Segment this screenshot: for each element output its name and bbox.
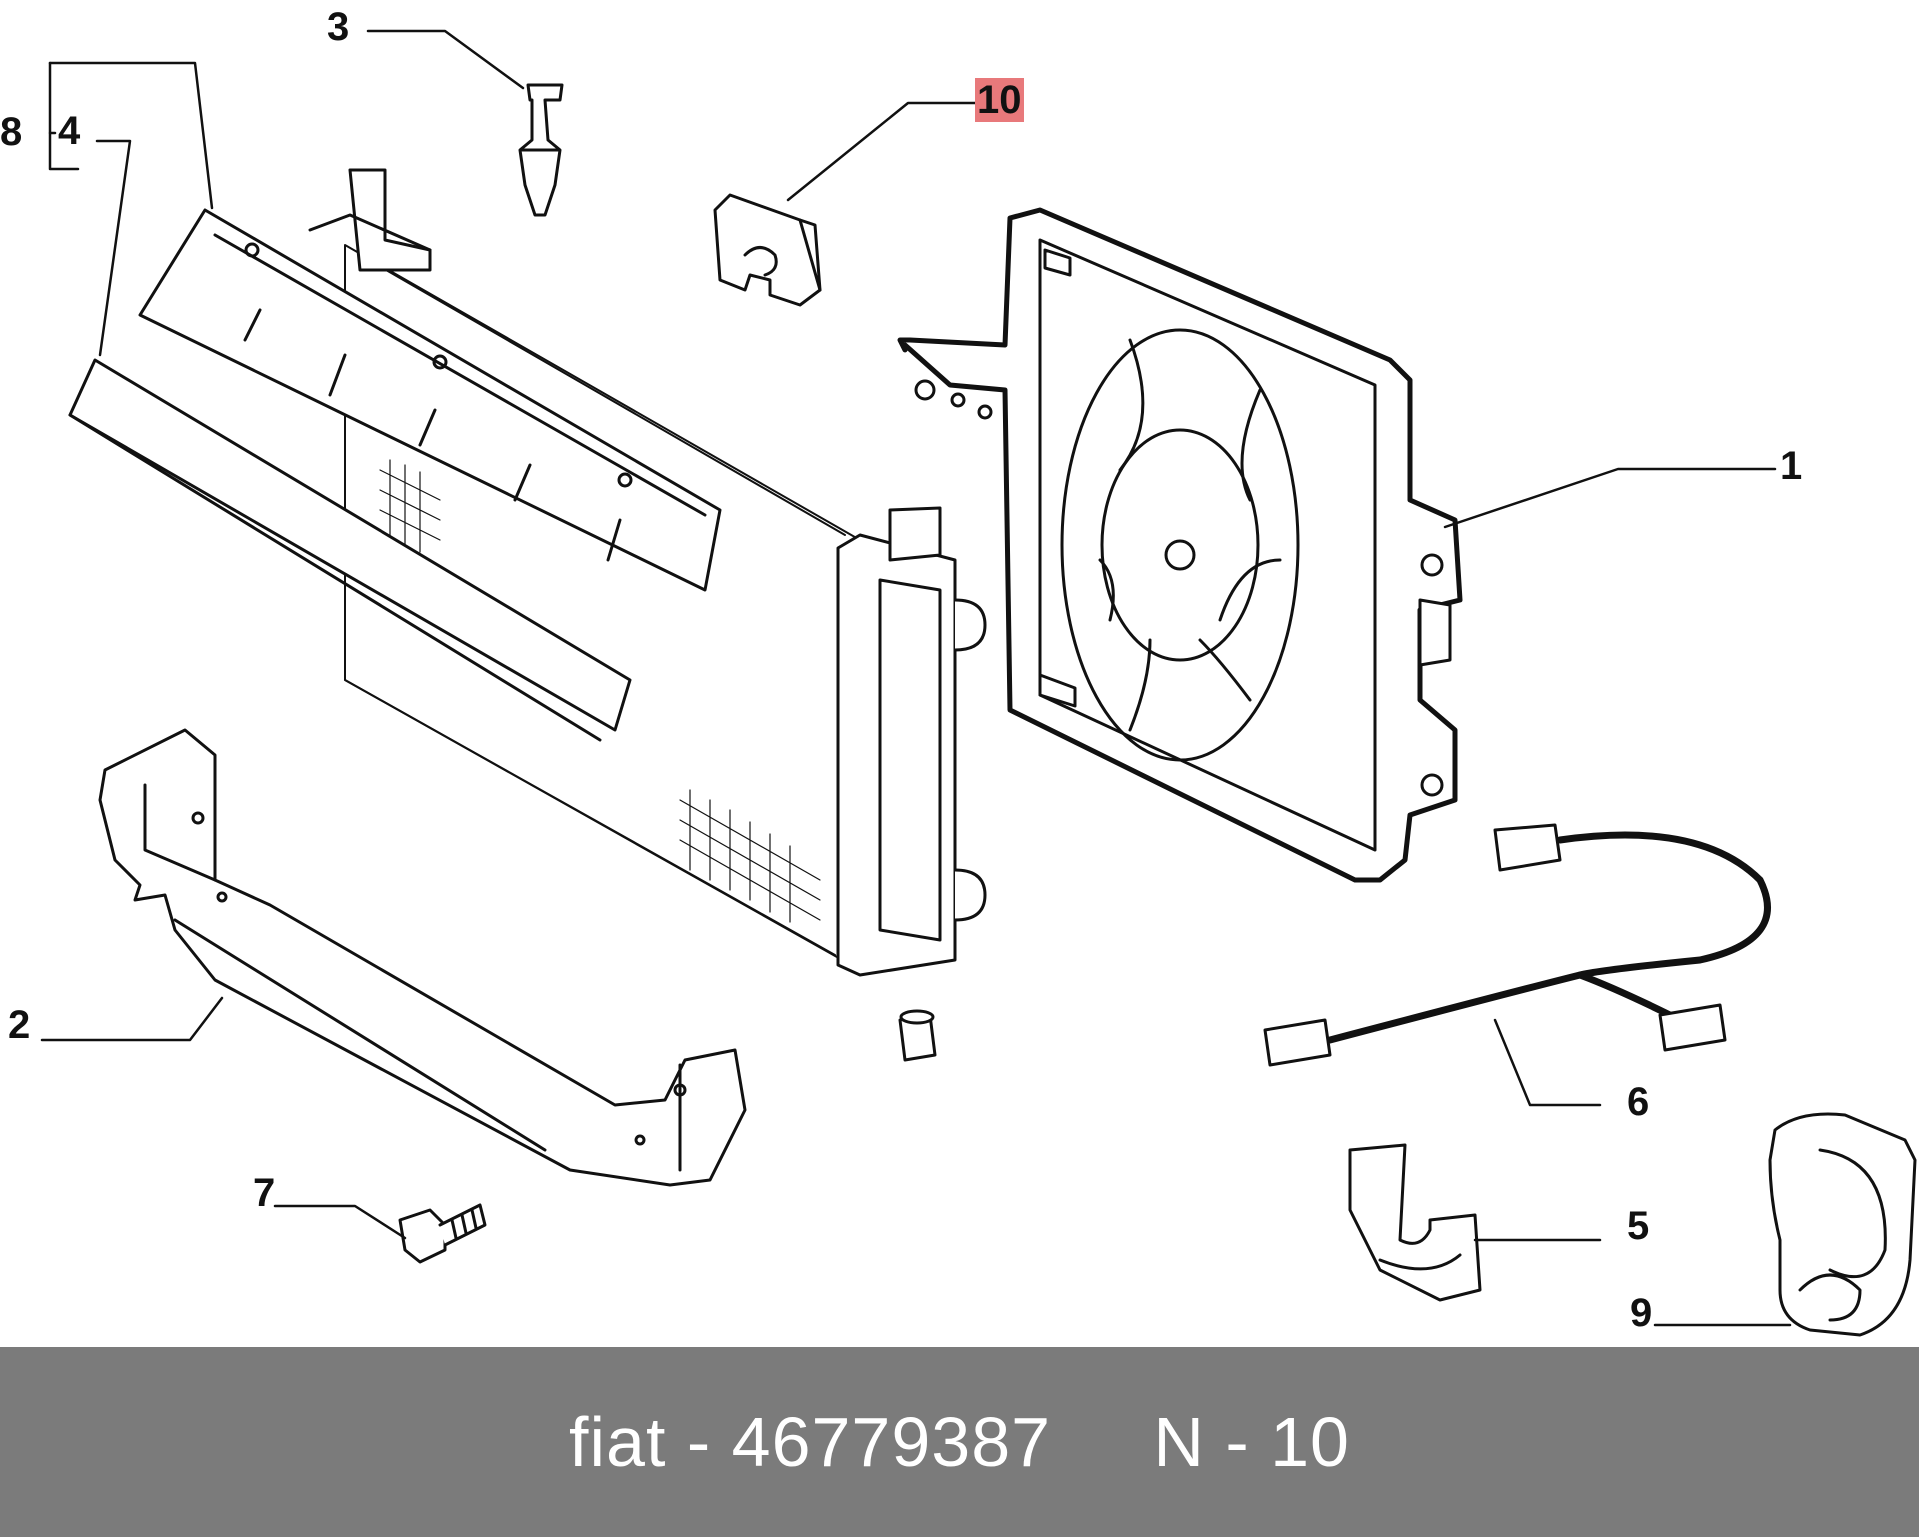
wiring-harness-part-6: [1263, 823, 1771, 1067]
callout-7: 7: [253, 1171, 276, 1215]
fan-assembly-part-1: [897, 207, 1463, 883]
leader-lines: [40, 29, 1792, 1327]
clip-part-10: [713, 193, 822, 307]
callout-8: 8: [0, 110, 23, 154]
callout-10-highlight: 10: [975, 78, 1024, 122]
radiator: [308, 168, 987, 1062]
parts-diagram: [40, 29, 1917, 1337]
callout-3: 3: [327, 5, 350, 49]
clamp-part-5: [1348, 1143, 1482, 1302]
callout-5: 5: [1627, 1204, 1650, 1248]
footer-bar: fiat - 46779387 N - 10: [0, 1347, 1919, 1537]
callout-6: 6: [1627, 1080, 1650, 1124]
footer-part-number: fiat - 46779387 N - 10: [569, 1403, 1350, 1481]
callout-9: 9: [1630, 1291, 1653, 1335]
callout-10: 10: [975, 78, 1024, 122]
air-deflector: [68, 208, 722, 742]
callout-2: 2: [8, 1003, 31, 1047]
callout-4: 4: [58, 109, 81, 153]
clip-part-9: [1768, 1112, 1917, 1337]
rivet-part-3: [518, 83, 564, 217]
callout-1: 1: [1780, 444, 1803, 488]
bolt-part-7: [398, 1203, 487, 1264]
lower-bracket-part-2: [98, 728, 747, 1187]
